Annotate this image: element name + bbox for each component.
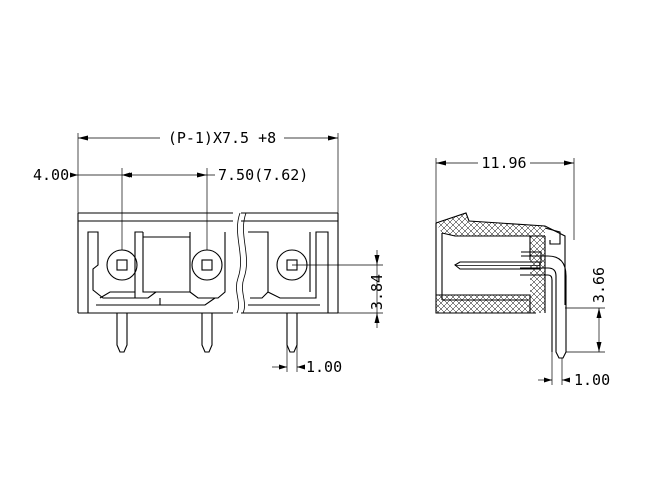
side-extension-lines	[435, 158, 605, 385]
pitch-label: 7.50(7.62)	[218, 166, 308, 184]
screw-2-icon	[191, 249, 223, 281]
pin-3	[286, 313, 298, 353]
edge-offset-label: 4.00	[33, 166, 69, 184]
pin-width-front-label: 1.00	[306, 358, 342, 376]
pin-offset-label: 3.66	[590, 267, 608, 303]
front-cavities	[87, 231, 329, 313]
dim-height: 3.84	[368, 250, 386, 328]
height-label: 3.84	[368, 274, 386, 310]
depth-label: 11.96	[481, 154, 526, 172]
pin-2	[201, 313, 213, 353]
pin-1	[116, 313, 128, 353]
screw-1-icon	[106, 249, 138, 281]
front-pins	[116, 313, 298, 353]
dim-pitch: 7.50(7.62)	[122, 166, 308, 184]
front-body-outline	[77, 212, 339, 314]
front-extension-lines	[77, 133, 383, 372]
side-body	[435, 212, 566, 314]
front-view: (P-1)X7.5 +8 4.00 7.50(7.62) 3.84	[33, 129, 386, 376]
dim-pin-width-side: 1.00	[538, 371, 610, 389]
front-screws	[106, 249, 308, 281]
dim-overall-width: (P-1)X7.5 +8	[78, 129, 338, 147]
side-bent-pin	[520, 242, 567, 359]
screw-1-slot	[116, 259, 128, 271]
dim-pin-offset: 3.66	[590, 267, 608, 352]
dim-edge-offset: 4.00	[33, 166, 130, 184]
dim-pin-width-front: 1.00	[272, 358, 342, 376]
pin-width-side-label: 1.00	[574, 371, 610, 389]
screw-2-slot	[201, 259, 213, 271]
overall-width-label: (P-1)X7.5 +8	[168, 129, 276, 147]
side-screw	[454, 261, 541, 270]
side-view: 11.96 3.66 1.00	[435, 154, 610, 389]
dim-depth: 11.96	[436, 154, 574, 172]
